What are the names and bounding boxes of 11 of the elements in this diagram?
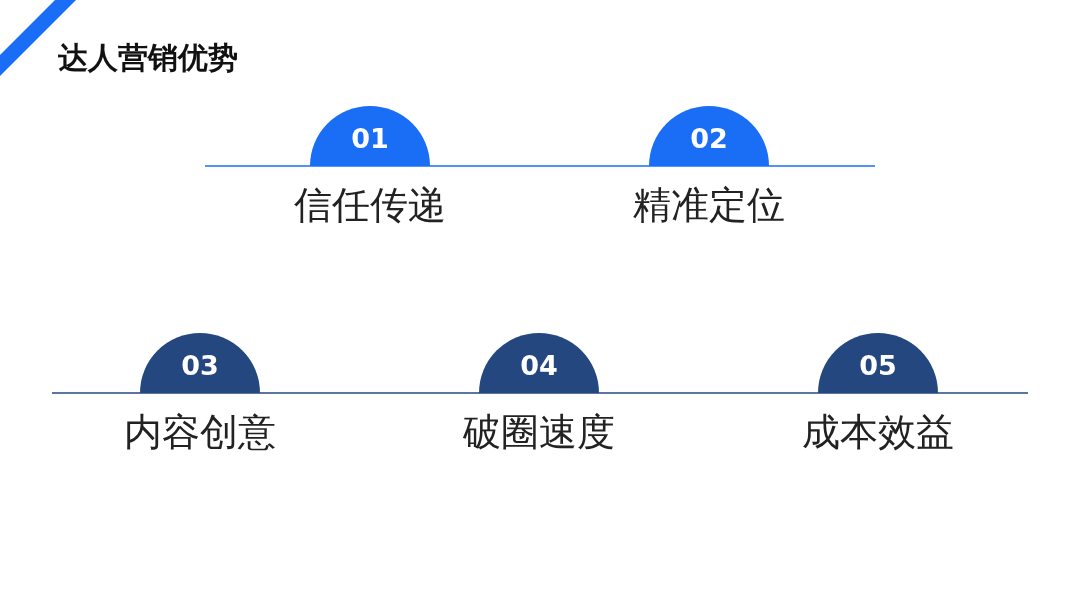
half-circle-badge: 02 (649, 106, 769, 166)
item-caption: 信任传递 (293, 183, 447, 227)
half-circle-badge: 04 (479, 333, 599, 393)
slide-title: 达人营销优势 (58, 39, 238, 77)
half-circle-badge: 05 (818, 333, 938, 393)
item-caption: 内容创意 (123, 410, 277, 454)
item-caption: 成本效益 (801, 410, 955, 454)
item-caption: 破圈速度 (462, 410, 616, 454)
half-circle-badge: 03 (140, 333, 260, 393)
item-caption: 精准定位 (632, 183, 786, 227)
half-circle-badge: 01 (310, 106, 430, 166)
